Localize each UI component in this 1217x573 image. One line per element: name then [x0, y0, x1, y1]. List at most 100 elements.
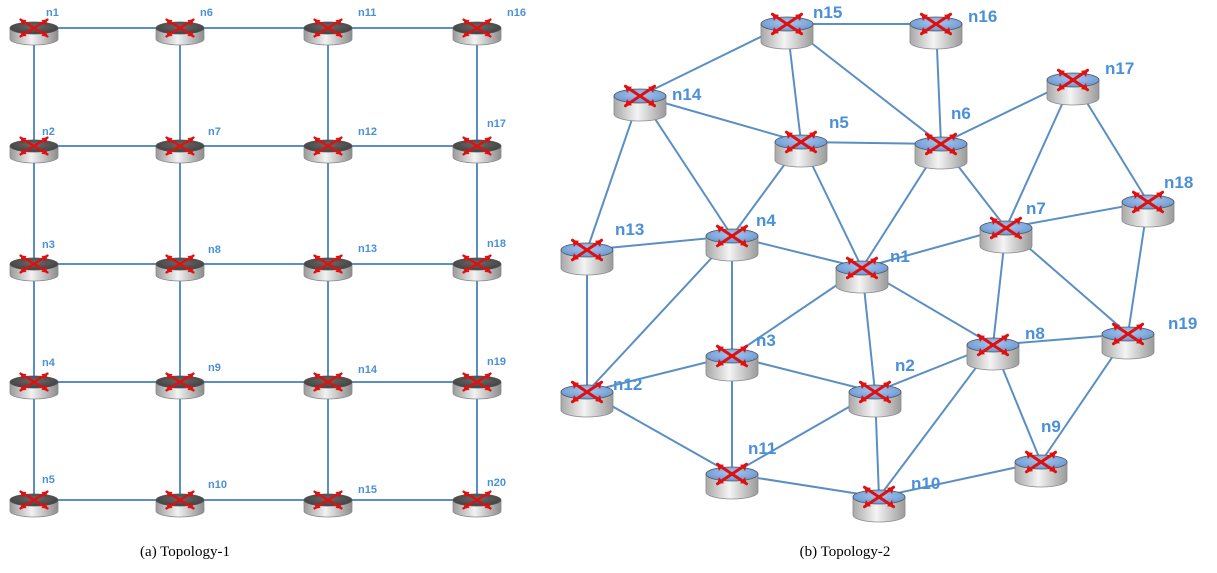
node-n9: n9: [155, 362, 221, 400]
router-arrowhead: [20, 148, 27, 155]
edge-n4-n12: [586, 235, 733, 393]
router-arrowhead: [166, 30, 173, 37]
router-arrowhead: [484, 373, 491, 380]
node-label: n5: [829, 113, 849, 132]
node-label: n17: [487, 118, 506, 130]
router-icon: [155, 18, 205, 46]
router-arrowhead: [41, 502, 48, 509]
router-arrowhead: [463, 148, 470, 155]
router-arrowhead: [944, 14, 951, 22]
router-arrowhead: [166, 502, 173, 509]
router-icon: [155, 136, 205, 164]
node-label: n10: [208, 479, 227, 491]
router-arrowhead: [740, 238, 747, 246]
router-arrowhead: [335, 384, 342, 391]
node-n15: n15: [760, 3, 842, 50]
router-icon: [1046, 68, 1100, 106]
router-arrowhead: [978, 335, 985, 343]
router-arrowhead: [484, 502, 491, 509]
node-label: n11: [358, 7, 376, 19]
router-arrowhead: [484, 148, 491, 155]
router-arrowhead: [1058, 82, 1065, 90]
node-n7: n7: [979, 199, 1046, 254]
router-arrowhead: [41, 255, 48, 262]
router-arrowhead: [187, 384, 194, 391]
node-label: n6: [951, 104, 971, 123]
node-n3: n3: [705, 331, 776, 382]
router-icon: [835, 256, 889, 294]
router-arrowhead: [314, 502, 321, 509]
router-arrowhead: [41, 266, 48, 273]
router-arrowhead: [1081, 70, 1088, 78]
router-arrowhead: [187, 255, 194, 262]
router-arrowhead: [949, 146, 956, 154]
router-icon: [9, 18, 59, 46]
node-n7: n7: [155, 126, 221, 164]
router-arrowhead: [20, 255, 27, 262]
router-arrowhead: [572, 394, 579, 402]
node-n3: n3: [9, 239, 59, 282]
router-arrowhead: [944, 26, 951, 34]
router-arrowhead: [1081, 82, 1088, 90]
router-arrowhead: [484, 384, 491, 391]
router-arrowhead: [926, 146, 933, 154]
router-arrowhead: [1058, 70, 1065, 78]
node-n20: n20: [452, 477, 506, 518]
router-arrowhead: [463, 255, 470, 262]
node-label: n9: [208, 362, 221, 374]
router-arrowhead: [1133, 192, 1140, 200]
router-arrowhead: [860, 394, 867, 402]
router-arrowhead: [740, 346, 747, 354]
router-arrowhead: [335, 30, 342, 37]
router-arrowhead: [717, 238, 724, 246]
router-arrowhead: [314, 19, 321, 26]
node-n4: n4: [705, 211, 776, 262]
node-label: n15: [358, 484, 377, 496]
router-arrowhead: [484, 266, 491, 273]
node-label: n2: [42, 126, 55, 138]
caption-topology-1: (a) Topology-1: [140, 544, 230, 560]
node-label: n17: [1105, 59, 1134, 78]
router-arrowhead: [887, 499, 894, 507]
router-arrowhead: [1014, 230, 1021, 238]
router-arrowhead: [625, 86, 632, 94]
node-n6: n6: [914, 104, 971, 170]
router-arrowhead: [166, 137, 173, 144]
node-label: n3: [756, 331, 776, 350]
router-arrowhead: [335, 502, 342, 509]
router-arrowhead: [795, 26, 802, 34]
router-arrowhead: [1136, 324, 1143, 332]
router-icon: [303, 490, 353, 518]
router-arrowhead: [187, 266, 194, 273]
router-icon: [1121, 190, 1175, 228]
node-label: n3: [42, 239, 55, 251]
nodes-layer: n1 n2 n3 n4 n5 n6 n7 n8 n9 n10 n11 n12 n13 n14 n15 n16 n…: [9, 3, 1197, 523]
router-arrowhead: [463, 373, 470, 380]
router-icon: [1101, 322, 1155, 360]
router-arrowhead: [1156, 192, 1163, 200]
router-arrowhead: [595, 240, 602, 248]
router-arrowhead: [166, 19, 173, 26]
router-arrowhead: [314, 491, 321, 498]
router-arrowhead: [41, 491, 48, 498]
router-arrowhead: [740, 358, 747, 366]
node-label: n16: [507, 7, 526, 19]
node-n12: n12: [303, 126, 377, 164]
node-n9: n9: [1014, 417, 1068, 488]
node-n14: n14: [613, 84, 702, 122]
node-n13: n13: [560, 220, 644, 276]
router-arrowhead: [1026, 452, 1033, 460]
node-label: n4: [42, 357, 56, 369]
node-label: n7: [208, 126, 221, 138]
node-n8: n8: [966, 324, 1045, 371]
router-arrowhead: [740, 476, 747, 484]
node-label: n1: [890, 247, 910, 266]
router-arrowhead: [1113, 336, 1120, 344]
router-arrowhead: [1026, 464, 1033, 472]
router-arrowhead: [1049, 452, 1056, 460]
router-icon: [452, 372, 502, 400]
router-arrowhead: [717, 358, 724, 366]
router-arrowhead: [187, 148, 194, 155]
router-arrowhead: [166, 373, 173, 380]
